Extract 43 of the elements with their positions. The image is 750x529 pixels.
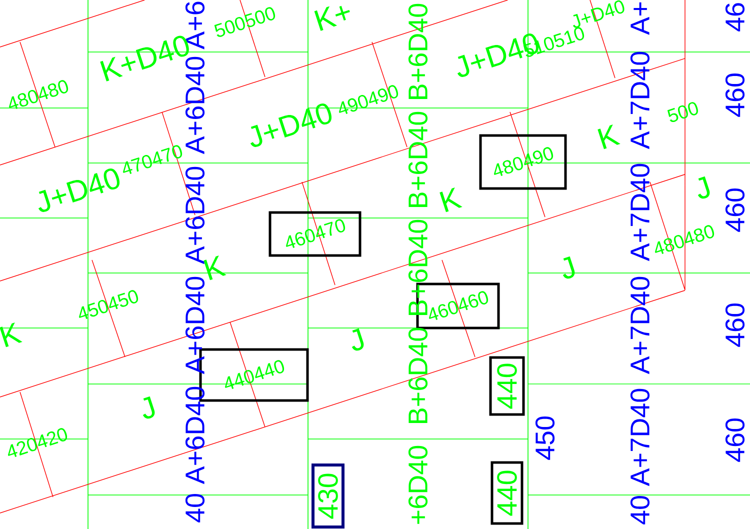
grid-label: J+D40 <box>250 104 332 147</box>
grid-label: 46 <box>725 3 745 32</box>
grid-label: B+6D40 <box>408 112 428 207</box>
boxed-label: 430 <box>312 464 344 528</box>
grid-label: 40 <box>185 494 205 522</box>
boxed-label: 460470 <box>268 211 362 257</box>
grid-label: A+ <box>630 2 650 35</box>
grid-label: J <box>562 256 575 279</box>
grid-label: J+D40 <box>572 0 624 28</box>
grid-label: K <box>0 322 22 348</box>
grid-label: 460 <box>725 74 745 117</box>
grid-label: +6D40 <box>408 446 428 524</box>
grid-label: 460 <box>725 188 745 232</box>
grid-label: A+7D40 <box>630 388 650 486</box>
grid-label: A+7D40 <box>630 52 650 150</box>
boxed-label: 440 <box>490 461 524 525</box>
boxed-label: 480490 <box>479 134 567 190</box>
grid-label: 450 <box>535 416 555 460</box>
grid-label: 420420 <box>8 428 68 457</box>
grid-label: J <box>142 396 155 419</box>
grid-label: K <box>440 188 462 212</box>
grid-label: 460 <box>725 304 745 347</box>
grid-label: K+ <box>314 6 350 31</box>
grid-label: 500500 <box>214 7 276 37</box>
grid-label: 480480 <box>654 225 714 254</box>
grid-label: J+D40 <box>38 168 120 212</box>
grid-label: A+7D40 <box>630 164 650 262</box>
grid-label: 470470 <box>122 145 182 174</box>
grid-label: K <box>204 256 226 280</box>
grid-label: J <box>698 176 710 199</box>
grid-label: B+6D40 <box>408 328 428 423</box>
grid-label: 40 <box>630 496 650 524</box>
grid-label: J <box>352 328 364 351</box>
grid-label: 460 <box>725 418 745 462</box>
grid-label: 480480 <box>8 80 68 109</box>
grid-label: 500 <box>667 102 698 122</box>
grid-label: 450450 <box>78 290 138 319</box>
grid-label: 490490 <box>338 85 398 114</box>
grid-label: A+7D40 <box>630 276 650 374</box>
boxed-label: 440 <box>489 356 525 416</box>
grid-label: A+6D40 <box>185 166 205 264</box>
grid-label: B+6D40 <box>408 4 428 99</box>
grid-label: K <box>598 124 620 150</box>
